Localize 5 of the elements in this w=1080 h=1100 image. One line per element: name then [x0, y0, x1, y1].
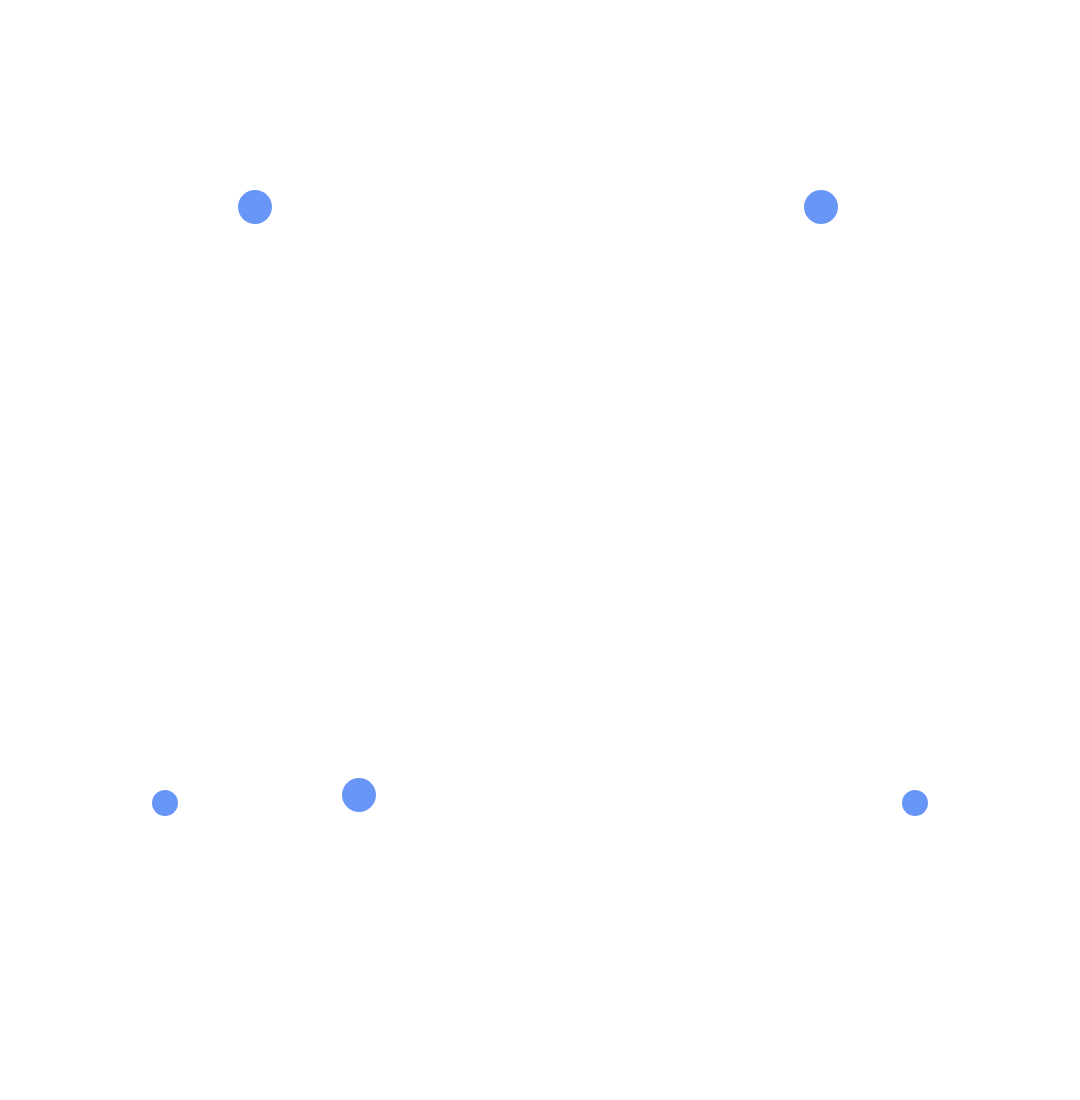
dot	[901, 789, 927, 815]
dot	[151, 789, 177, 815]
dot	[803, 189, 837, 223]
dot	[341, 777, 375, 811]
dot	[237, 189, 271, 223]
